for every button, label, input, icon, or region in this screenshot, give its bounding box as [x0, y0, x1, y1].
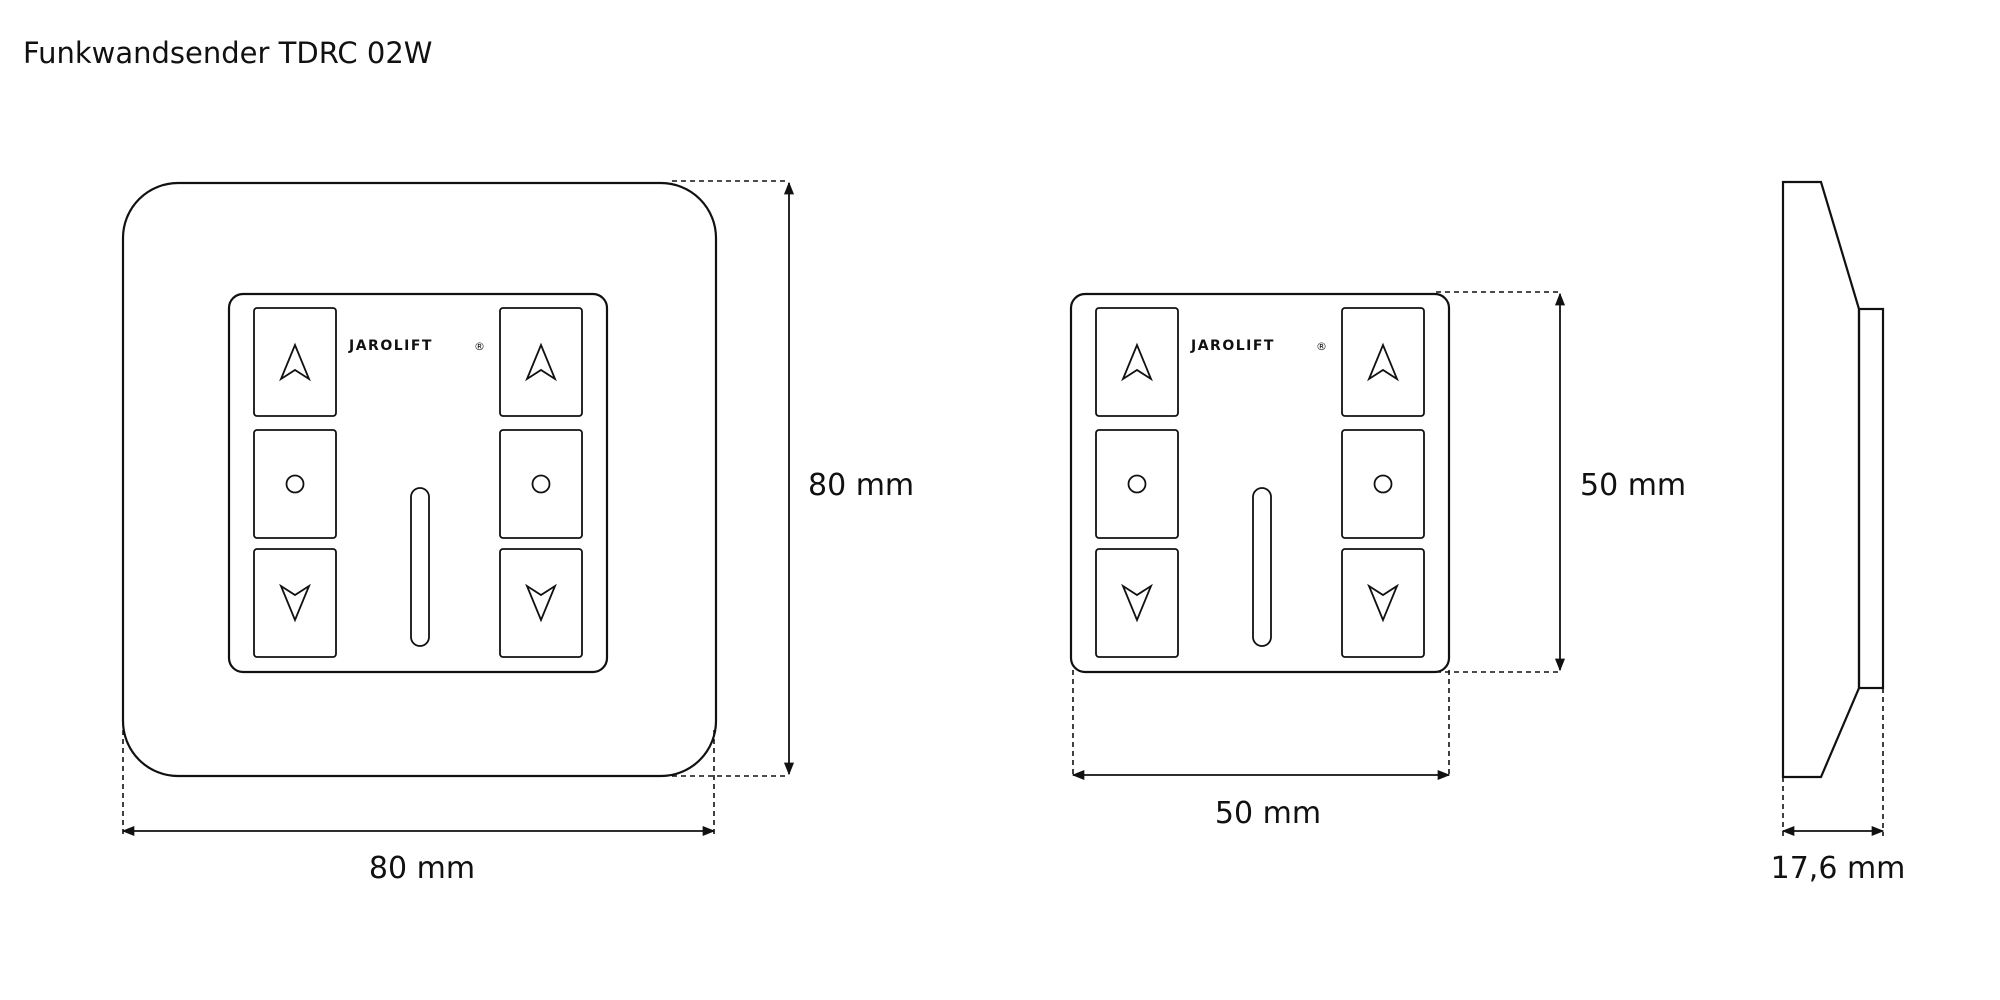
insert-height-label: 50 mm [1580, 468, 1686, 503]
jarolift-logo: JAROLIFT [1190, 338, 1275, 354]
insert-width-label: 50 mm [1215, 796, 1321, 831]
insert-module-in-frame: JAROLIFT ® [229, 294, 607, 672]
side-insert-outline [1857, 307, 1885, 690]
side-view: 17,6 mm [1771, 180, 1906, 886]
insert-module: JAROLIFT ® [1071, 294, 1449, 672]
jarolift-logo: JAROLIFT [348, 338, 433, 354]
side-profile-outline [1781, 180, 1861, 779]
frame-height-label: 80 mm [808, 468, 914, 503]
frame-outline [121, 181, 718, 778]
frame-width-label: 80 mm [369, 851, 475, 886]
front-view-with-frame: JAROLIFT ® 80 mm 80 mm [121, 180, 914, 886]
svg-text:®: ® [1316, 340, 1329, 353]
svg-text:®: ® [474, 340, 487, 353]
front-view-insert: JAROLIFT ® 50 mm 50 mm [1071, 291, 1686, 831]
page-title: Funkwandsender TDRC 02W [23, 36, 433, 70]
depth-label: 17,6 mm [1771, 851, 1906, 886]
